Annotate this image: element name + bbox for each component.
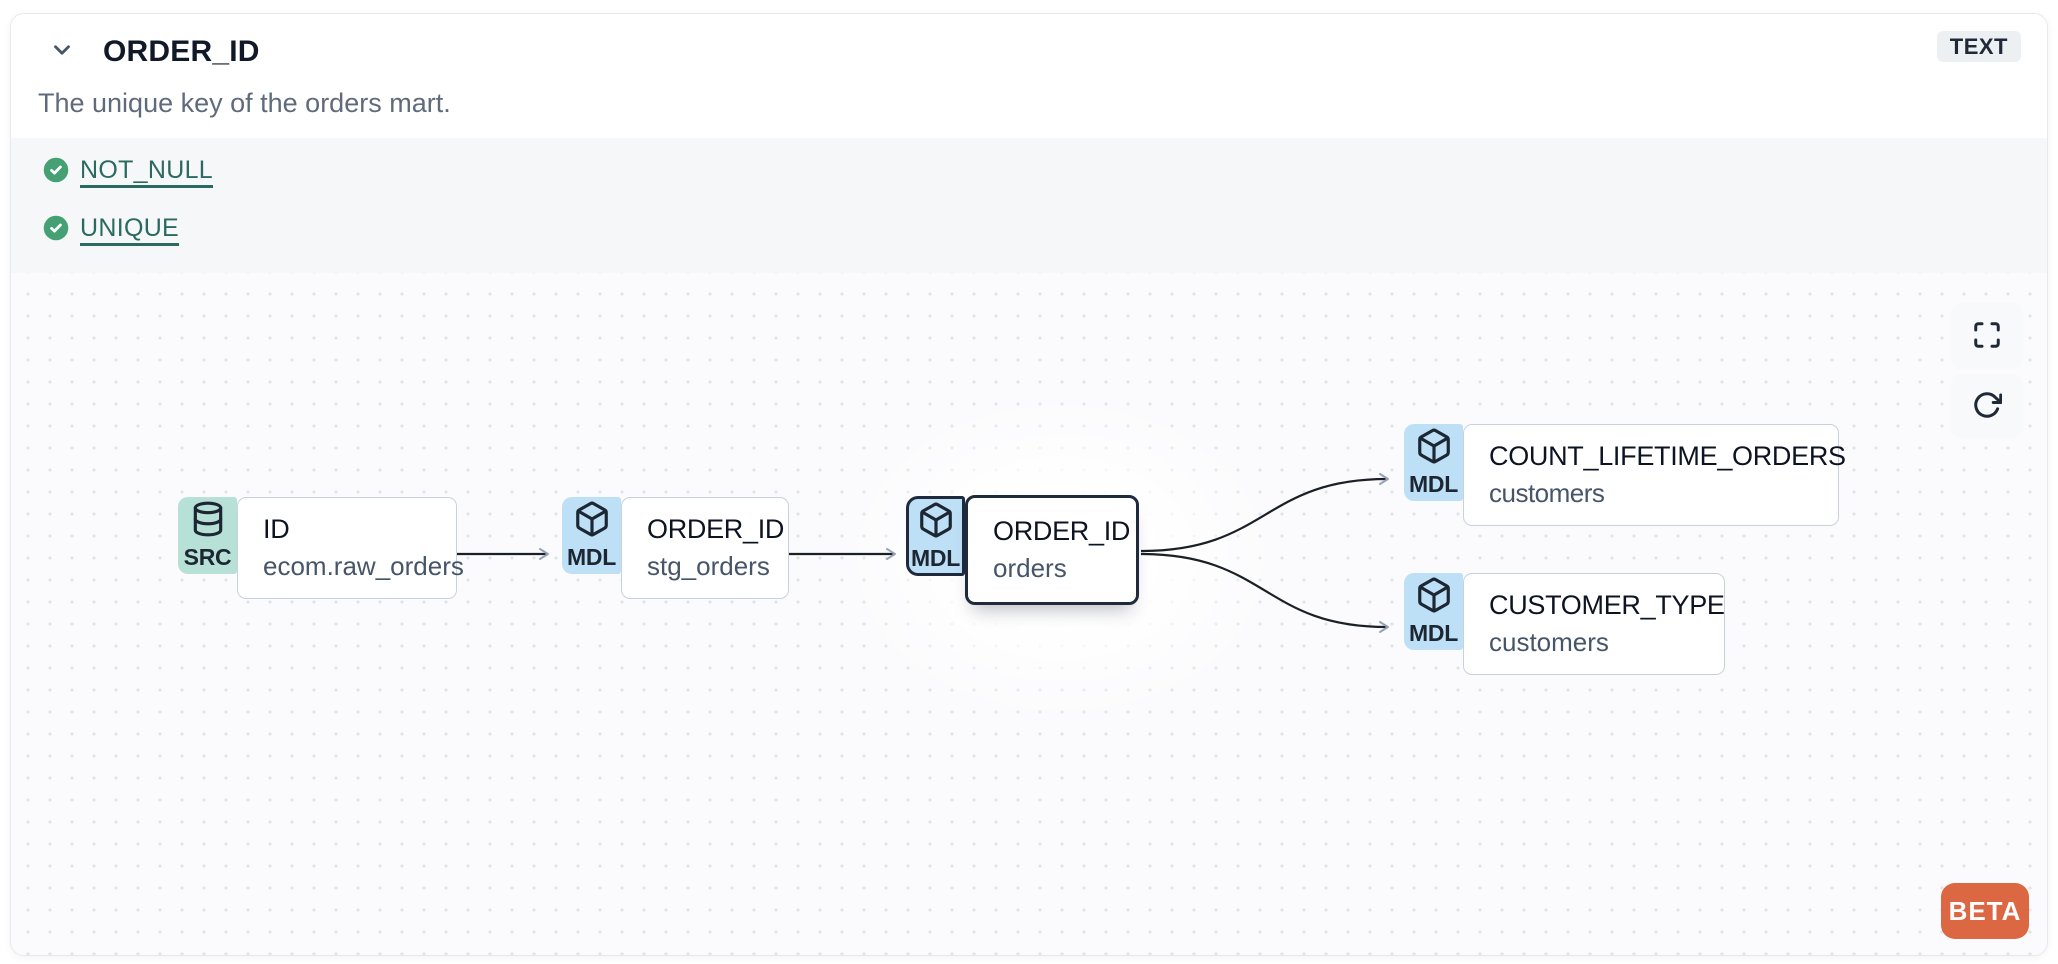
test-row: UNIQUE	[42, 214, 2047, 242]
lineage-node-customer-type-customers[interactable]: MDL CUSTOMER_TYPE customers	[1404, 573, 1725, 675]
node-type-badge: MDL	[906, 496, 965, 576]
refresh-button[interactable]	[1951, 374, 2023, 438]
node-box[interactable]: ID ecom.raw_orders	[237, 497, 464, 599]
check-circle-icon	[42, 214, 70, 242]
lineage-edges	[457, 473, 1389, 633]
node-title: ID	[263, 514, 290, 544]
node-box[interactable]: ORDER_ID orders	[965, 495, 1139, 605]
node-box[interactable]: CUSTOMER_TYPE customers	[1463, 573, 1725, 675]
node-type-label: SRC	[183, 544, 232, 570]
node-type-badge: MDL	[562, 497, 621, 574]
node-title: ORDER_ID	[647, 514, 785, 544]
refresh-icon	[1972, 390, 2003, 423]
node-subtitle: orders	[993, 553, 1067, 583]
tests-section: NOT_NULL UNIQUE	[11, 138, 2047, 273]
cube-icon	[917, 501, 955, 544]
test-link-unique[interactable]: UNIQUE	[80, 213, 180, 242]
database-icon	[189, 500, 227, 543]
node-type-badge: MDL	[1404, 424, 1463, 501]
beta-badge: BETA	[1941, 883, 2029, 939]
node-type-label: MDL	[1409, 471, 1458, 497]
lineage-node-order-id-orders-selected[interactable]: MDL ORDER_ID orders	[906, 495, 1139, 605]
test-row: NOT_NULL	[42, 156, 2047, 184]
node-type-label: MDL	[567, 544, 616, 570]
node-title: ORDER_ID	[993, 516, 1131, 546]
lineage-edge	[1140, 473, 1389, 553]
lineage-edge	[1140, 552, 1389, 633]
node-type-label: MDL	[1409, 620, 1458, 646]
node-box[interactable]: ORDER_ID stg_orders	[621, 497, 789, 599]
cube-icon	[573, 500, 611, 543]
fullscreen-button[interactable]	[1951, 303, 2023, 369]
node-type-label: MDL	[911, 544, 960, 571]
chevron-down-icon	[49, 37, 75, 66]
column-description: The unique key of the orders mart.	[38, 88, 451, 118]
column-details-card: ORDER_ID TEXT The unique key of the orde…	[10, 13, 2048, 956]
node-subtitle: ecom.raw_orders	[263, 551, 464, 581]
node-subtitle: customers	[1489, 627, 1609, 657]
node-title: CUSTOMER_TYPE	[1489, 590, 1725, 620]
collapse-button[interactable]	[47, 36, 77, 66]
check-circle-icon	[42, 156, 70, 184]
lineage-node-order-id-stg-orders[interactable]: MDL ORDER_ID stg_orders	[562, 497, 789, 599]
node-title: COUNT_LIFETIME_ORDERS	[1489, 441, 1846, 471]
node-subtitle: stg_orders	[647, 551, 770, 581]
test-link-not-null[interactable]: NOT_NULL	[80, 155, 213, 184]
cube-icon	[1415, 576, 1453, 619]
column-title: ORDER_ID	[103, 35, 260, 68]
node-type-badge: SRC	[178, 497, 237, 574]
fullscreen-icon	[1972, 320, 2002, 353]
node-subtitle: customers	[1489, 478, 1605, 508]
cube-icon	[1415, 427, 1453, 470]
header: ORDER_ID TEXT The unique key of the orde…	[11, 14, 2047, 138]
lineage-canvas[interactable]: SRC ID ecom.raw_orders MDL ORDER_ID stg	[11, 273, 2047, 955]
column-type-badge: TEXT	[1936, 31, 2021, 62]
lineage-node-count-lifetime-orders-customers[interactable]: MDL COUNT_LIFETIME_ORDERS customers	[1404, 424, 1846, 526]
node-type-badge: MDL	[1404, 573, 1463, 650]
lineage-node-id-ecom-raw-orders[interactable]: SRC ID ecom.raw_orders	[178, 497, 464, 599]
node-box[interactable]: COUNT_LIFETIME_ORDERS customers	[1463, 424, 1846, 526]
